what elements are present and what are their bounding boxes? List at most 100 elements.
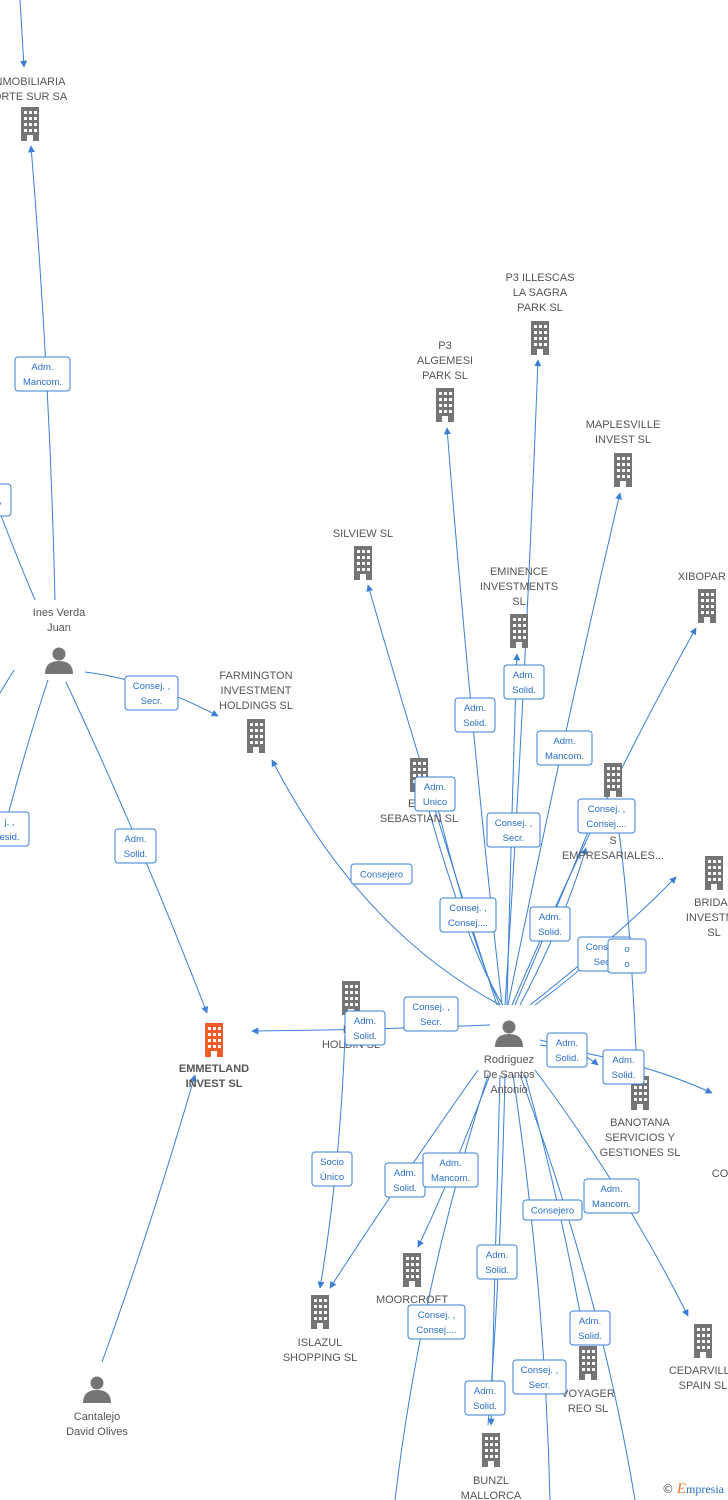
relation-label[interactable]: Consej. ,Secr. bbox=[486, 812, 541, 848]
relation-label-text: Adm. bbox=[31, 362, 53, 373]
node-label: SL bbox=[707, 927, 720, 939]
relation-label-text: Consej.... bbox=[448, 918, 488, 929]
relation-label-box bbox=[522, 1199, 583, 1221]
relation-label[interactable]: Consej. , Consej.... bbox=[439, 897, 497, 933]
node-label: INVEST SL bbox=[595, 434, 651, 446]
node-label: EMPRESARIALES... bbox=[562, 850, 664, 862]
relation-label[interactable]: , bbox=[0, 483, 12, 517]
relation-label[interactable]: Adm.Solid. bbox=[384, 1162, 426, 1198]
relation-label[interactable]: Consej. ,Consej.... bbox=[407, 1304, 466, 1340]
relation-label-box bbox=[403, 996, 459, 1032]
node-empresariales[interactable]: S EMPRESARIALES... bbox=[562, 763, 664, 862]
relation-label[interactable]: oo bbox=[607, 938, 647, 974]
edges-layer bbox=[0, 0, 713, 1500]
relation-label[interactable]: Adm.Unico bbox=[414, 776, 456, 812]
node-label: Cantalejo bbox=[74, 1411, 120, 1423]
relation-label-text: Consej. , bbox=[586, 942, 624, 953]
relation-label[interactable]: Consej. ,Secr. bbox=[403, 996, 459, 1032]
node-label: P3 ILLESCAS bbox=[505, 272, 574, 284]
relation-label[interactable]: Consej. ,Secr. bbox=[124, 675, 179, 711]
building-icon bbox=[311, 1295, 329, 1329]
node-label: ORTE SUR SA bbox=[0, 91, 68, 103]
relation-label[interactable]: Adm.Solid. bbox=[529, 906, 571, 942]
relation-label[interactable]: Consejero bbox=[350, 863, 413, 885]
relation-label[interactable]: Consej. ,Consej.... bbox=[577, 798, 636, 834]
node-label: XIBOPAR S bbox=[678, 571, 728, 583]
relation-label-text: Solid. bbox=[578, 1331, 602, 1342]
relation-label[interactable]: j. ,esid. bbox=[0, 811, 30, 847]
node-bridal[interactable]: BRIDALINVESTMESL bbox=[686, 856, 728, 939]
relation-label[interactable]: Consejero bbox=[522, 1199, 583, 1221]
node-label: SL bbox=[512, 596, 525, 608]
relation-label[interactable]: Adm.Solid. bbox=[344, 1010, 386, 1046]
node-label: David Olives bbox=[66, 1426, 128, 1438]
node-xibopar[interactable]: XIBOPAR S bbox=[678, 571, 728, 623]
relation-label[interactable]: Adm.Solid. bbox=[569, 1310, 611, 1346]
node-label: Ines Verda bbox=[33, 607, 86, 619]
relation-label-box bbox=[407, 1304, 466, 1340]
edge-line bbox=[512, 1074, 551, 1500]
node-label: REO SL bbox=[568, 1403, 608, 1415]
relation-label[interactable]: Consej. ,Secr. bbox=[512, 1359, 567, 1395]
node-label: S bbox=[609, 835, 616, 847]
relation-label-text: Secr. bbox=[503, 833, 525, 844]
node-emmetland[interactable]: EMMETLAND INVEST SL bbox=[179, 1023, 249, 1090]
node-label: GESTIONES SL bbox=[600, 1147, 681, 1159]
relation-label-box bbox=[546, 1032, 588, 1068]
relation-label-text: Secr. bbox=[141, 696, 163, 707]
edge-line bbox=[0, 669, 15, 694]
node-inmobiliaria[interactable]: NMOBILIARIA ORTE SUR SA bbox=[0, 76, 68, 141]
relation-label-text: Solid. bbox=[463, 718, 487, 729]
node-label: EMMETLAND bbox=[179, 1063, 249, 1075]
relation-label-box bbox=[602, 1049, 645, 1085]
node-label: ALGEMESI bbox=[417, 355, 473, 367]
building-icon bbox=[354, 546, 372, 580]
building-icon bbox=[604, 763, 622, 797]
node-label: INVESTMENT bbox=[221, 685, 292, 697]
brand-initial: E bbox=[676, 1481, 686, 1497]
relation-label[interactable]: Adm.Mancom. bbox=[536, 730, 593, 766]
relation-label-box bbox=[583, 1178, 640, 1214]
building-icon bbox=[482, 1433, 500, 1467]
relation-label-text: Adm. bbox=[354, 1016, 376, 1027]
node-co[interactable]: CO bbox=[712, 1168, 728, 1180]
relation-label-box bbox=[414, 776, 456, 812]
relation-label-box bbox=[439, 897, 497, 933]
relation-label[interactable]: Adm.Solid. bbox=[114, 828, 157, 864]
relation-label-text: Secr. bbox=[420, 1017, 442, 1028]
node-silview[interactable]: SILVIEW SL bbox=[333, 528, 393, 580]
relation-label-text: Consej. , bbox=[588, 804, 626, 815]
node-cedarville[interactable]: CEDARVILLESPAIN SL bbox=[669, 1324, 728, 1392]
relation-label[interactable]: Adm.Solid. bbox=[454, 697, 496, 733]
relation-label[interactable]: Adm.Mancom. bbox=[583, 1178, 640, 1214]
relation-label-text: Consej. , bbox=[449, 903, 487, 914]
relation-label-text: Adm. bbox=[553, 736, 575, 747]
relation-label[interactable]: Adm.Solid. bbox=[602, 1049, 645, 1085]
relation-label[interactable]: Adm.Solid. bbox=[546, 1032, 588, 1068]
relation-label[interactable]: Adm.Mancom. bbox=[14, 356, 71, 392]
relation-label-text: Solid. bbox=[124, 849, 148, 860]
node-label: Rodriguez bbox=[484, 1054, 534, 1066]
node-label: NMOBILIARIA bbox=[0, 76, 66, 88]
relation-label[interactable]: Adm.Solid. bbox=[503, 664, 545, 700]
relation-label[interactable]: Adm.Mancom. bbox=[422, 1152, 479, 1188]
relation-label-box bbox=[486, 812, 541, 848]
node-label: SPAIN SL bbox=[679, 1380, 728, 1392]
relation-label-box bbox=[0, 483, 12, 517]
relation-label[interactable]: Adm.Solid. bbox=[464, 1380, 506, 1416]
relation-label[interactable]: Adm.Solid. bbox=[476, 1244, 518, 1280]
node-label: INVEST SL bbox=[186, 1078, 243, 1090]
